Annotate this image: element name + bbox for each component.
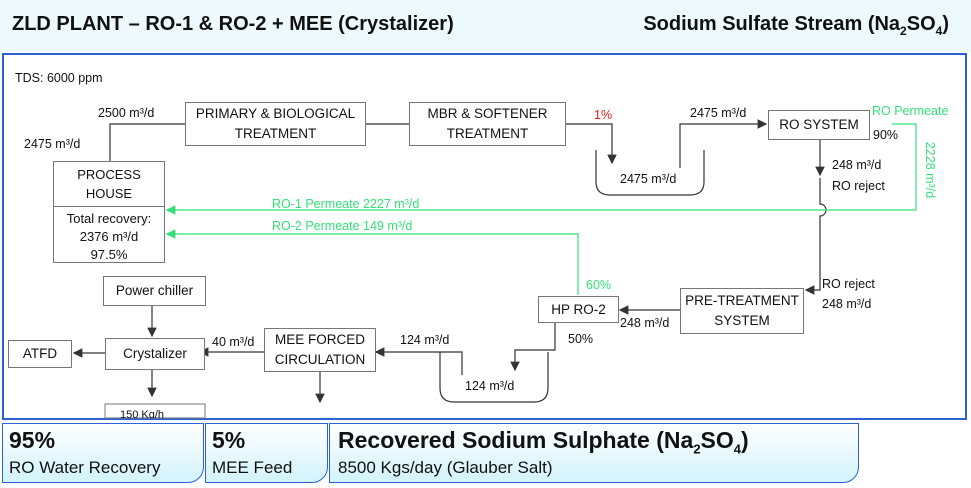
metrics-bar: 95% RO Water Recovery 5% MEE Feed Recove… xyxy=(0,423,971,488)
ro-pct-label: 90% xyxy=(873,128,899,142)
pretreat-line1: PRE-TREATMENT xyxy=(685,293,799,308)
mee-box: MEE FORCED CIRCULATION xyxy=(264,328,376,372)
header-bar: ZLD PLANT – RO-1 & RO-2 + MEE (Crystaliz… xyxy=(0,0,971,52)
recovered-title-prefix: Recovered Sodium Sulphate (Na xyxy=(338,427,694,453)
metric-ro-recovery-label: RO Water Recovery xyxy=(9,458,161,477)
mbr-softener-box: MBR & SOFTENER TREATMENT xyxy=(409,102,566,146)
process-house-box: PROCESS HOUSE Total recovery: 2376 m³/d 9… xyxy=(53,161,165,263)
total-recovery-pct: 97.5% xyxy=(90,247,128,262)
ro2-permeate-label: RO-2 Permeate 149 m³/d xyxy=(272,219,413,233)
ro-reject-label-b: RO reject xyxy=(822,277,875,291)
total-recovery-value: 2376 m³/d xyxy=(79,229,139,244)
atfd-box: ATFD xyxy=(8,340,72,368)
ro-permeate-flow-label: 2228 m³/d xyxy=(923,141,937,199)
flow-248-hp-label: 248 m³/d xyxy=(620,316,670,330)
loss-pct-label: 1% xyxy=(594,108,613,122)
hpro-pct-50: 50% xyxy=(568,332,594,346)
line-tank-to-ro xyxy=(679,119,768,168)
tds-label: TDS: 6000 ppm xyxy=(15,71,103,85)
hpro-pct-60: 60% xyxy=(586,278,612,292)
flow-2475-top-label: 2475 m³/d xyxy=(690,106,747,120)
tank2-flow-label: 124 m³/d xyxy=(465,379,515,393)
power-chiller-box: Power chiller xyxy=(103,276,206,306)
line-ro1-permeate xyxy=(165,123,917,215)
power-chiller-label: Power chiller xyxy=(115,283,194,298)
stream-title-mid: SO xyxy=(906,13,936,35)
stream-title: Sodium Sulfate Stream (Na2SO4) xyxy=(643,13,949,38)
recovered-detail: 8500 Kgs/day (Glauber Salt) xyxy=(338,458,553,477)
metric-mee-feed-value: 5% xyxy=(212,427,246,453)
flow-2500-label: 2500 m³/d xyxy=(98,106,155,120)
line-ro2-permeate xyxy=(165,229,579,295)
ro-reject-flow-b: 248 m³/d xyxy=(822,297,872,311)
mbr-line1: MBR & SOFTENER xyxy=(427,106,548,121)
line-house-to-primary xyxy=(109,123,185,161)
primary-treatment-box: PRIMARY & BIOLOGICAL TREATMENT xyxy=(185,102,366,146)
stream-title-sub1: 2 xyxy=(900,24,907,38)
pretreat-line2: SYSTEM xyxy=(714,313,770,328)
process-line1: PROCESS xyxy=(77,167,141,182)
total-recovery-label: Total recovery: xyxy=(66,211,152,226)
ro-reject-flow-a: 248 m³/d xyxy=(832,158,882,172)
recovered-title-mid: SO xyxy=(700,427,734,453)
hp-ro2-label: HP RO-2 xyxy=(551,301,606,317)
recovered-sulphate-panel: Recovered Sodium Sulphate (Na2SO4) 8500 … xyxy=(329,423,859,483)
metric-ro-recovery: 95% RO Water Recovery xyxy=(2,423,204,483)
line-ro-reject-to-pretreat xyxy=(804,178,827,295)
flow-124-right-label: 124 m³/d xyxy=(400,333,450,347)
crystalizer-box: Crystalizer xyxy=(105,338,205,370)
page-title: ZLD PLANT – RO-1 & RO-2 + MEE (Crystaliz… xyxy=(12,13,454,35)
line-hpro-to-tank xyxy=(510,323,556,372)
tank-2 xyxy=(439,352,549,403)
recovered-title-sub1: 2 xyxy=(693,441,701,457)
pre-treatment-box: PRE-TREATMENT SYSTEM xyxy=(680,288,804,334)
primary-line1: PRIMARY & BIOLOGICAL xyxy=(195,106,356,121)
mbr-line2: TREATMENT xyxy=(446,126,529,141)
metric-mee-feed: 5% MEE Feed xyxy=(205,423,328,483)
stream-title-suffix: ) xyxy=(942,13,949,35)
hp-ro2-box: HP RO-2 xyxy=(538,296,619,323)
primary-line2: TREATMENT xyxy=(234,126,317,141)
flow-2475-left-label: 2475 m³/d xyxy=(24,137,81,151)
atfd-label: ATFD xyxy=(22,346,58,361)
stream-title-sub2: 4 xyxy=(935,24,943,38)
ro-system-label: RO SYSTEM xyxy=(779,117,859,132)
process-line2: HOUSE xyxy=(85,186,133,201)
flow-40-label: 40 m³/d xyxy=(212,335,255,349)
tank1-flow-label: 2475 m³/d xyxy=(620,172,677,186)
recovered-title-sub2: 4 xyxy=(733,441,742,457)
metric-ro-recovery-value: 95% xyxy=(9,427,56,453)
cut-off-box xyxy=(104,403,206,419)
recovered-title: Recovered Sodium Sulphate (Na2SO4) xyxy=(338,427,749,457)
cut-off-label: 150 Kg/h xyxy=(120,409,165,418)
stream-title-prefix: Sodium Sulfate Stream (Na xyxy=(643,13,901,35)
mee-line1: MEE FORCED xyxy=(274,332,365,347)
crystalizer-label: Crystalizer xyxy=(123,346,187,361)
ro-reject-label-a: RO reject xyxy=(832,179,885,193)
mee-line2: CIRCULATION xyxy=(274,352,366,367)
ro-permeate-label: RO Permeate xyxy=(872,104,949,118)
ro1-permeate-label: RO-1 Permeate 2227 m³/d xyxy=(272,197,420,211)
ro-system-box: RO SYSTEM xyxy=(768,110,870,140)
line-tank-to-mee xyxy=(374,347,463,375)
metric-mee-feed-label: MEE Feed xyxy=(212,458,293,477)
recovered-title-suffix: ) xyxy=(741,427,749,453)
tank-1 xyxy=(595,150,705,196)
line-mbr-to-tank xyxy=(566,123,617,165)
